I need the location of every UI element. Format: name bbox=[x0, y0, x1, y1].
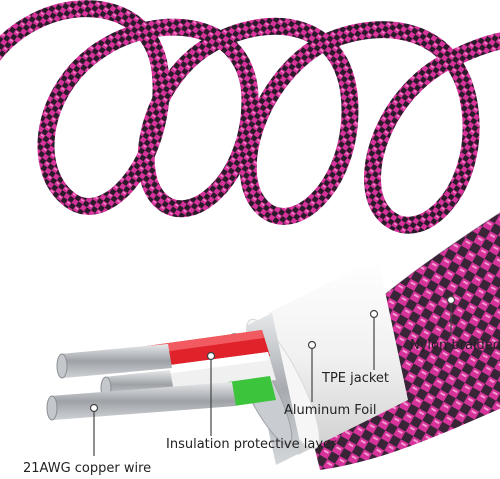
label-aluminum-foil: Aluminum Foil bbox=[284, 403, 377, 418]
marker-insulation bbox=[206, 351, 216, 361]
label-nylon-braided: Nylon braided bbox=[410, 338, 500, 353]
label-tpe-jacket: TPE jacket bbox=[321, 371, 389, 386]
marker-tpe bbox=[369, 309, 379, 319]
cable-loop-2 bbox=[91, 18, 259, 218]
cable-loop-3 bbox=[201, 17, 359, 225]
marker-nylon bbox=[446, 295, 456, 305]
marker-foil bbox=[307, 340, 317, 350]
label-insulation: Insulation protective layer bbox=[166, 437, 337, 452]
marker-copper bbox=[89, 403, 99, 413]
green-wire bbox=[228, 376, 276, 406]
label-copper-wire: 21AWG copper wire bbox=[23, 461, 151, 476]
labels: Nylon braided TPE jacket Aluminum Foil I… bbox=[23, 338, 500, 476]
coiled-cable bbox=[0, 0, 500, 234]
cable-loop-4 bbox=[311, 21, 500, 234]
leader-lines bbox=[89, 295, 456, 456]
